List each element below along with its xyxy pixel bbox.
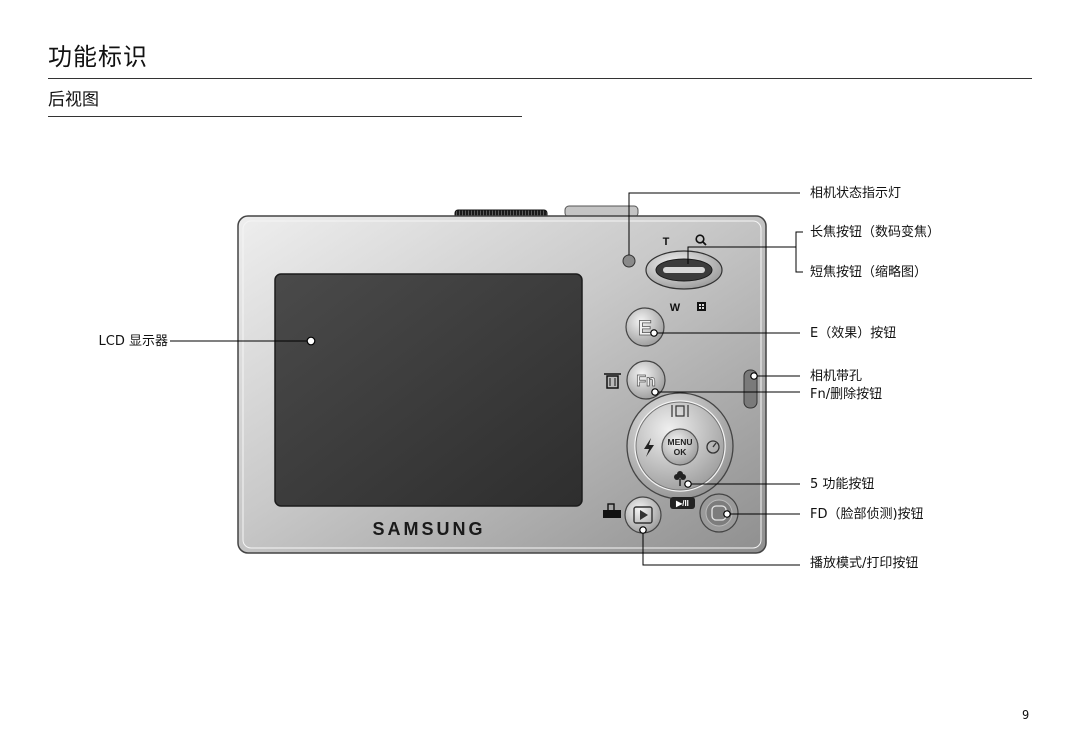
fd-button <box>699 493 739 533</box>
lcd-screen <box>274 273 583 507</box>
callout-tele: 长焦按钮（数码变焦） <box>810 225 941 240</box>
brand-logo: SAMSUNG <box>372 519 485 539</box>
e-button-label: E <box>638 317 652 340</box>
callout-bracket-zoom <box>795 231 803 273</box>
zoom-wide-label: W <box>670 302 681 314</box>
playback-button <box>624 496 662 534</box>
play-pause-label: ▶/II <box>675 499 689 508</box>
callout-line-status-lamp <box>628 192 800 255</box>
callout-dot-playback <box>639 526 647 534</box>
display-icon <box>671 405 689 417</box>
magnifier-icon <box>695 234 707 246</box>
callout-five-function: 5 功能按钮 <box>810 477 875 492</box>
callout-playback: 播放模式/打印按钮 <box>810 556 919 571</box>
callout-dot-fn <box>651 388 659 396</box>
fn-button-label: Fn <box>636 373 656 390</box>
page-subtitle: 后视图 <box>48 90 99 110</box>
callout-line-playback <box>642 530 800 566</box>
fn-button: Fn <box>626 360 666 400</box>
callout-lines <box>170 192 803 566</box>
callout-status-lamp: 相机状态指示灯 <box>810 186 902 201</box>
menu-ok-button: MENU OK <box>661 428 699 466</box>
callout-dot-five-function <box>684 480 692 488</box>
callout-fn-delete: Fn/删除按钮 <box>810 387 883 402</box>
ok-label: OK <box>674 447 688 457</box>
delete-icon <box>604 373 621 389</box>
subtitle-divider <box>48 116 522 117</box>
callout-dot-strap <box>750 372 758 380</box>
camera-body-bevel <box>242 220 762 549</box>
title-divider <box>48 78 1032 79</box>
page-number: 9 <box>1022 708 1030 722</box>
callout-lcd: LCD 显示器 <box>98 334 168 349</box>
callout-dot-e <box>650 329 658 337</box>
timer-icon <box>706 440 720 454</box>
play-icon <box>640 510 648 520</box>
callout-strap: 相机带孔 <box>810 369 863 384</box>
macro-icon <box>674 471 686 486</box>
play-pause-badge: ▶/II <box>670 497 695 509</box>
callout-dots <box>306 329 758 534</box>
page-title: 功能标识 <box>48 43 148 71</box>
callout-dot-lcd <box>306 336 316 346</box>
menu-label: MENU <box>667 437 692 447</box>
callout-dot-fd <box>723 510 731 518</box>
flash-icon <box>644 438 654 457</box>
thumbnail-icon <box>697 302 706 311</box>
print-icon <box>603 503 621 518</box>
callout-line-zoom <box>687 246 796 264</box>
status-lamp <box>622 254 636 268</box>
zoom-rocker <box>645 250 723 290</box>
e-button: E <box>625 307 665 347</box>
callout-e-button: E（效果）按钮 <box>810 326 897 341</box>
callout-wide: 短焦按钮（缩略图） <box>810 265 928 280</box>
zoom-tele-label: T <box>663 236 670 248</box>
callout-fd: FD（脸部侦测)按钮 <box>810 507 924 522</box>
